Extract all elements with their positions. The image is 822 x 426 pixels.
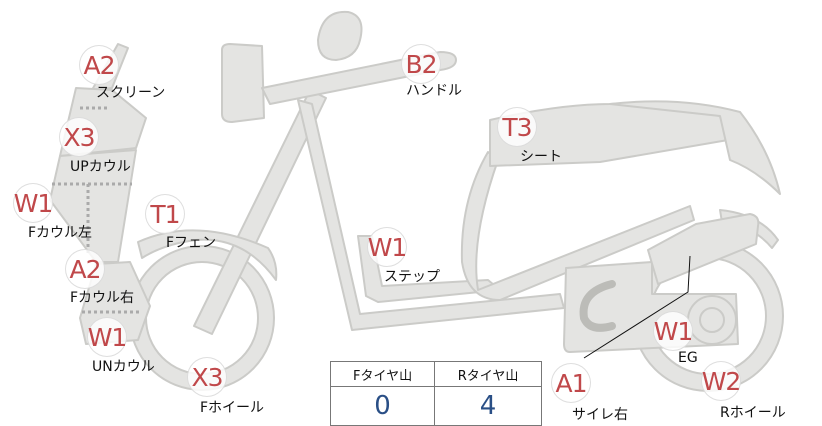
damage-code: W1 [653,311,693,351]
damage-code: T1 [145,194,185,234]
tail-cowl [609,100,781,195]
tread-value-row: 0 4 [329,386,542,426]
rear-tread-value: 4 [434,386,542,426]
front-fender [137,229,278,281]
part-name: UNカウル [92,359,155,375]
eg-leader-line [583,255,691,359]
part-name: Fカウル右 [70,290,135,306]
damage-code: T3 [497,107,537,147]
damage-code: W1 [87,317,127,357]
part-name: EG [678,350,698,366]
part-name: ステップ [384,269,440,285]
front-tread-value: 0 [329,386,436,426]
rear-hub-center [699,307,725,333]
part-name: UPカウル [70,159,131,175]
part-name: Fフェン [166,235,217,251]
damage-code: X3 [59,117,99,157]
damage-code: A2 [65,249,105,289]
damage-code: W1 [13,183,53,223]
damage-code: A1 [551,363,591,403]
engine-cover [647,213,760,285]
rear-body [460,151,695,301]
main-frame [297,99,565,331]
part-name: Rホイール [720,405,786,421]
damage-code: B2 [401,44,441,84]
damage-code: W1 [367,227,407,267]
part-name: Fカウル左 [28,225,93,241]
mirror [317,10,363,61]
part-name: シート [520,149,562,165]
front-tread-header: Fタイヤ山 [329,361,436,387]
front-fork [193,89,327,335]
part-name: サイレ右 [572,407,628,423]
rear-tread-header: Rタイヤ山 [434,361,542,387]
tire-tread-table: Fタイヤ山 Rタイヤ山 0 4 [329,361,542,426]
exhaust-pipe [579,280,616,332]
part-name: ハンドル [406,83,462,99]
headlight [221,43,265,123]
part-name: スクリーン [96,85,166,101]
part-name: Fホイール [200,400,265,416]
damage-code: A2 [79,45,119,85]
tread-header-row: Fタイヤ山 Rタイヤ山 [329,361,542,387]
damage-code: W2 [701,361,741,401]
damage-code: X3 [187,357,227,397]
